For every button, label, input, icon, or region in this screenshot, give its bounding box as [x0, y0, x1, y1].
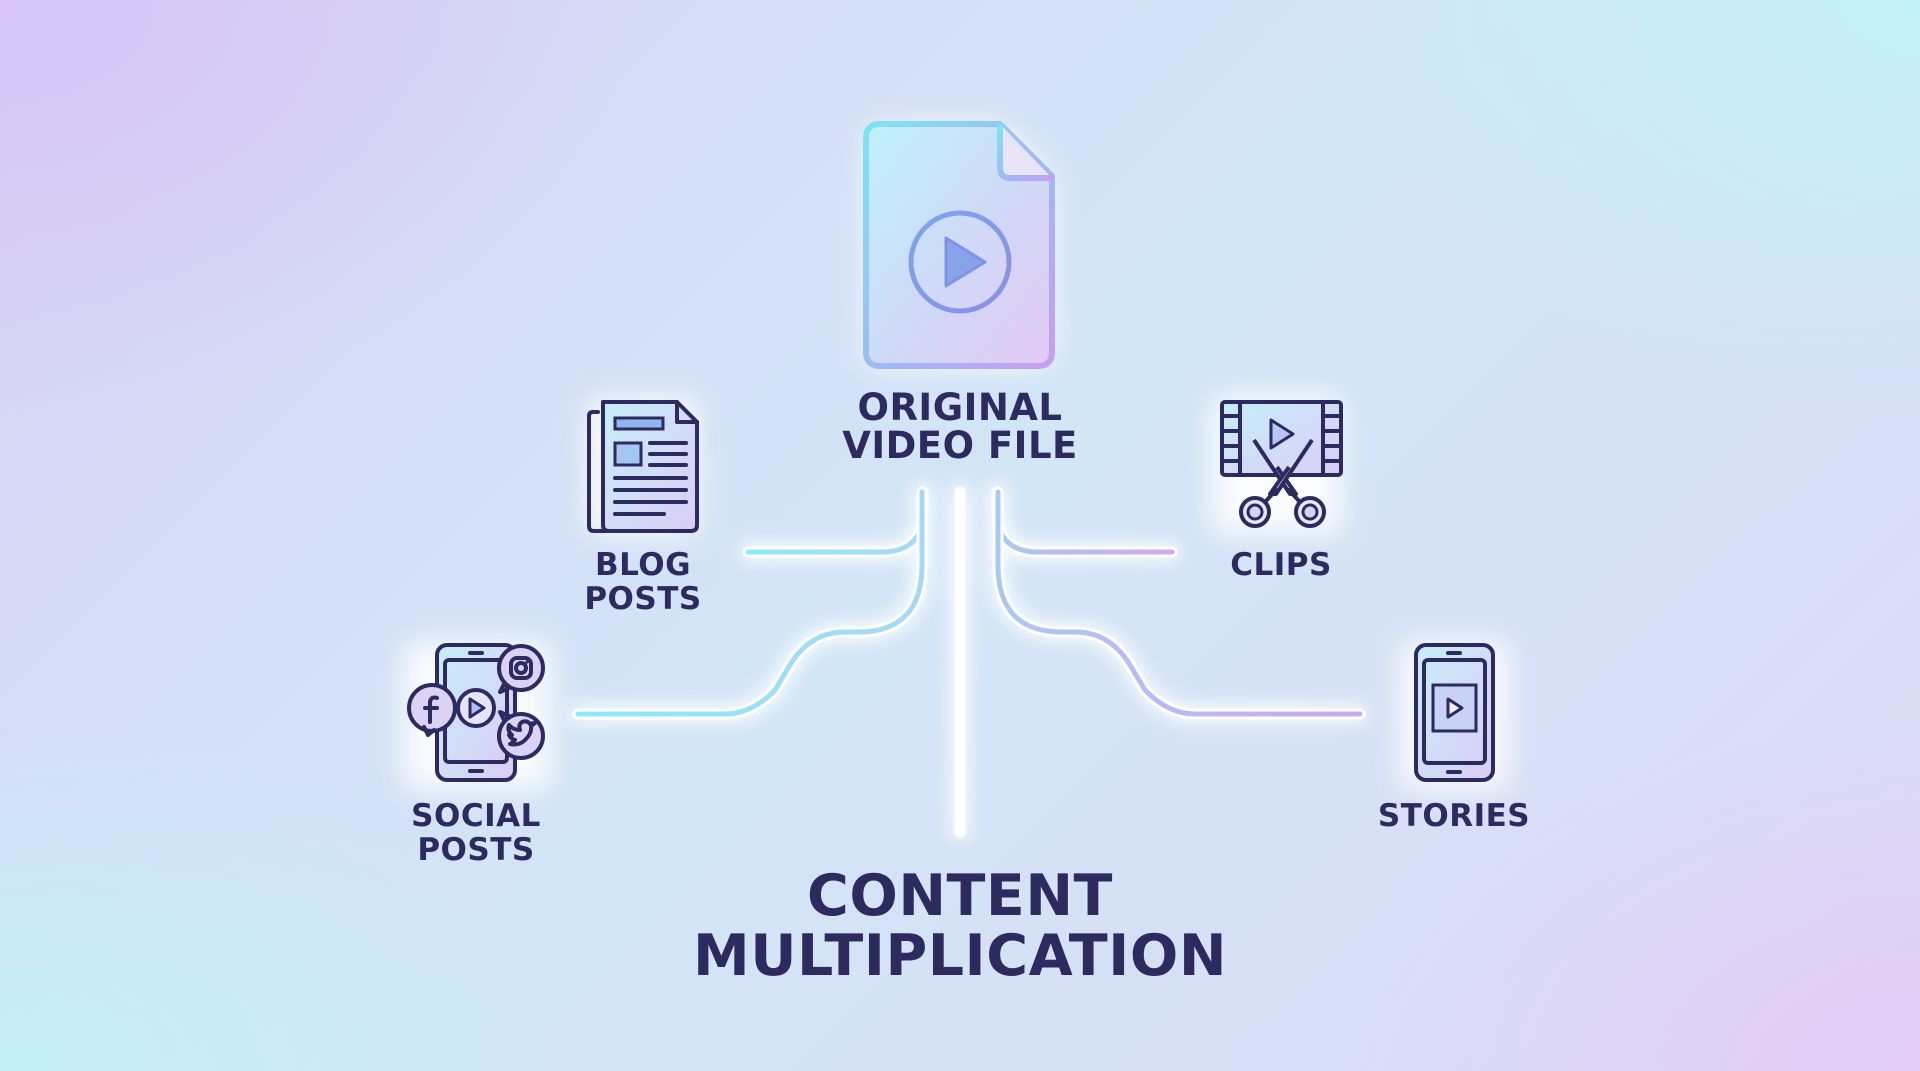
- phone-play-icon: [1400, 640, 1510, 790]
- clips-node: CLIPS: [1212, 396, 1343, 583]
- social-label-line1: SOCIAL: [411, 798, 541, 834]
- phone-social-icon: [402, 640, 552, 790]
- diagram-title: CONTENT MULTIPLICATION: [693, 863, 1227, 989]
- social-label-line2: POSTS: [417, 832, 534, 868]
- connector-lines: [569, 483, 1369, 841]
- title-line2: MULTIPLICATION: [693, 923, 1227, 989]
- blog-label-line2: POSTS: [584, 581, 701, 617]
- newspaper-icon: [587, 398, 699, 534]
- video-file-node: ORIGINAL VIDEO FILE: [842, 121, 1078, 467]
- video-file-icon: [863, 121, 1055, 369]
- blog-label-line1: BLOG: [595, 547, 691, 583]
- source-label-line1: ORIGINAL: [857, 386, 1062, 429]
- stories-node: STORIES: [1378, 640, 1530, 834]
- clips-label: CLIPS: [1230, 547, 1332, 583]
- stories-label: STORIES: [1378, 798, 1530, 834]
- title-line1: CONTENT: [807, 863, 1113, 929]
- film-scissors-icon: [1212, 396, 1343, 534]
- social-posts-node: SOCIAL POSTS: [402, 640, 552, 868]
- blog-posts-node: BLOG POSTS: [584, 398, 701, 617]
- source-label-line2: VIDEO FILE: [842, 424, 1078, 467]
